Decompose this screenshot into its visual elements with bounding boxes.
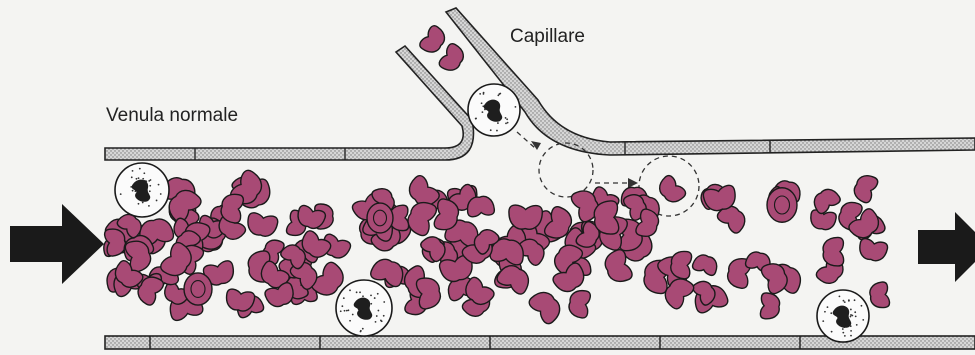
red-blood-cell-icon xyxy=(691,252,719,276)
red-blood-cell-icon xyxy=(184,273,212,305)
red-blood-cell-icon xyxy=(246,212,279,238)
red-blood-cell-icon xyxy=(509,205,543,230)
venule-top-wall-left xyxy=(105,46,473,160)
red-blood-cell-icon xyxy=(264,281,297,309)
red-blood-cell-icon xyxy=(567,289,591,319)
leukocyte-icon xyxy=(817,290,869,342)
red-blood-cell-icon xyxy=(527,287,565,326)
arrow-right-icon xyxy=(918,212,975,282)
red-blood-cell-icon xyxy=(767,188,797,223)
red-blood-cell-icon xyxy=(416,276,442,310)
venule-label: Venula normale xyxy=(106,105,238,127)
red-blood-cell-icon xyxy=(760,293,780,320)
arrow-right-icon xyxy=(10,204,104,284)
red-blood-cell-icon xyxy=(851,172,879,204)
leukocyte-icon xyxy=(336,280,392,336)
red-blood-cell-icon xyxy=(438,42,468,75)
red-blood-cell-icon xyxy=(418,24,449,57)
red-blood-cell-icon xyxy=(367,203,393,233)
red-blood-cell-icon xyxy=(869,281,890,309)
leukocyte-icon xyxy=(468,84,520,136)
leukocyte-icon xyxy=(115,163,169,217)
red-blood-cell-icon xyxy=(857,238,888,263)
red-blood-cell-icon xyxy=(823,237,844,266)
red-blood-cell-icon xyxy=(655,174,688,207)
capillary-label: Capillare xyxy=(510,26,585,48)
